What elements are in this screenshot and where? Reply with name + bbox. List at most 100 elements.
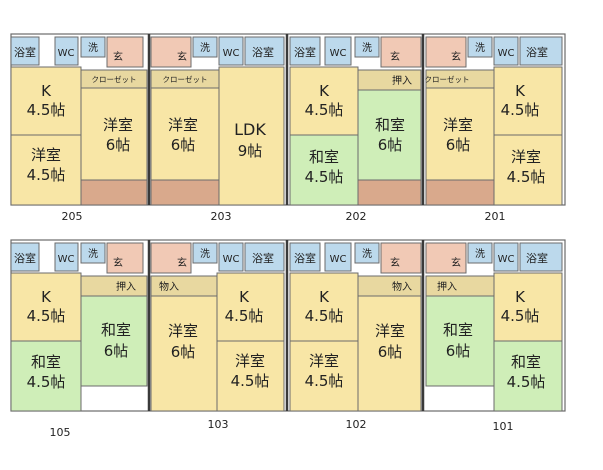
ldk-label-203: LDK	[234, 120, 266, 139]
ldk-size-203: 9帖	[238, 142, 263, 160]
kitchen-label-101: K	[515, 288, 526, 306]
bath-label-102: 浴室	[294, 251, 316, 265]
wc-label-201: WC	[498, 48, 515, 59]
western-label-205: 洋室	[103, 116, 133, 134]
wash-label-202: 洗	[362, 42, 372, 54]
wc-101	[493, 242, 519, 272]
western-label-203: 洋室	[168, 116, 198, 134]
bath-label-201: 浴室	[526, 45, 548, 59]
kitchen-label-201: K	[515, 82, 526, 100]
japanese-room-202	[357, 89, 422, 181]
bath-label-205: 浴室	[14, 45, 36, 59]
entrance-label-202: 玄	[390, 50, 400, 63]
wash-203	[192, 36, 218, 58]
wc-label-105: WC	[58, 254, 75, 265]
closet-label-201: クローゼット	[425, 74, 470, 84]
wc-label-103: WC	[223, 254, 240, 265]
western-room-103	[150, 295, 218, 412]
balcony-202	[357, 179, 422, 206]
unit-201: 玄 洗 WC 浴室 クローゼット 洋室 6帖 K 4.5帖 洋室 4.5帖 20…	[425, 36, 563, 223]
monoire-label-103: 物入	[159, 280, 179, 293]
japanese-small-101	[493, 340, 563, 412]
balcony-205	[80, 179, 148, 206]
entrance-105	[106, 242, 144, 274]
oshiire-105	[80, 275, 148, 297]
entrance-label-102: 玄	[390, 256, 400, 269]
wc-105	[54, 242, 79, 272]
unit-205: 浴室 WC 洗 玄 K 4.5帖 クローゼット 洋室 6帖 洋室 4.5帖 20…	[10, 36, 148, 223]
western-small-size-103: 4.5帖	[231, 372, 270, 390]
kitchen-label-205: K	[41, 82, 52, 100]
kitchen-102	[289, 272, 359, 342]
oshiire-label-105: 押入	[116, 280, 136, 293]
unit-105: 浴室 WC 洗 玄 K 4.5帖 押入 和室 6帖 和室 4.5帖 105	[10, 242, 148, 439]
western-size-102: 6帖	[378, 343, 403, 361]
wc-202	[324, 36, 352, 66]
bath-label-202: 浴室	[294, 45, 316, 59]
bath-label-101: 浴室	[526, 251, 548, 265]
japanese-size-202: 6帖	[378, 136, 403, 154]
western-room-201	[425, 87, 495, 181]
bath-101	[519, 242, 563, 272]
bath-201	[519, 36, 563, 66]
western-label-102: 洋室	[375, 322, 405, 340]
western-label-201: 洋室	[443, 116, 473, 134]
wash-label-102: 洗	[362, 248, 372, 260]
unit-102: 浴室 WC 洗 玄 K 4.5帖 物入 洋室 6帖 洋室 4.5帖 102	[289, 242, 422, 431]
wash-label-101: 洗	[475, 248, 485, 260]
bath-label-203: 浴室	[252, 45, 274, 59]
wash-label-203: 洗	[200, 42, 210, 54]
japanese-size-101: 6帖	[446, 342, 471, 360]
wc-label-202: WC	[330, 48, 347, 59]
bath-203	[244, 36, 285, 66]
entrance-label-101: 玄	[451, 256, 461, 269]
wc-label-102: WC	[330, 254, 347, 265]
unit-203: 玄 洗 WC 浴室 クローゼット 洋室 6帖 LDK 9帖 203	[150, 36, 285, 223]
kitchen-label-102: K	[319, 288, 330, 306]
japanese-size-105: 6帖	[104, 342, 129, 360]
wash-103	[192, 242, 218, 264]
wash-105	[80, 242, 106, 264]
western-room-203	[150, 87, 220, 181]
unit-number-101: 101	[493, 420, 514, 433]
western-size-201: 6帖	[446, 136, 471, 154]
western-small-label-201: 洋室	[511, 148, 541, 166]
western-small-103	[216, 340, 285, 412]
western-small-label-102: 洋室	[309, 352, 339, 370]
wash-label-205: 洗	[88, 42, 98, 54]
entrance-202	[380, 36, 422, 68]
bath-label-103: 浴室	[252, 251, 274, 265]
kitchen-size-202: 4.5帖	[305, 101, 344, 119]
japanese-small-size-101: 4.5帖	[507, 373, 546, 391]
wc-201	[493, 36, 519, 66]
entrance-label-205: 玄	[113, 50, 123, 63]
unit-101: 玄 洗 WC 浴室 押入 和室 6帖 K 4.5帖 和室 4.5帖 101	[425, 242, 563, 433]
kitchen-size-105: 4.5帖	[27, 307, 66, 325]
bath-105	[10, 242, 40, 272]
japanese-small-size-105: 4.5帖	[27, 373, 66, 391]
entrance-101	[425, 242, 467, 274]
unit-number-202: 202	[346, 210, 367, 223]
kitchen-size-102: 4.5帖	[305, 307, 344, 325]
kitchen-label-103: K	[239, 288, 250, 306]
wash-101	[467, 242, 493, 264]
ldk-203	[218, 66, 285, 206]
entrance-205	[106, 36, 144, 68]
wc-103	[218, 242, 244, 272]
balcony-201	[425, 179, 495, 206]
western-room-205	[80, 87, 148, 181]
bath-205	[10, 36, 40, 66]
bath-103	[244, 242, 285, 272]
wash-102	[354, 242, 380, 264]
unit-number-205: 205	[62, 210, 83, 223]
kitchen-label-202: K	[319, 82, 330, 100]
wc-102	[324, 242, 352, 272]
wash-202	[354, 36, 380, 58]
japanese-small-label-105: 和室	[31, 353, 61, 371]
western-small-size-201: 4.5帖	[507, 168, 546, 186]
closet-label-203: クローゼット	[163, 74, 208, 84]
wash-label-201: 洗	[475, 42, 485, 54]
western-small-size-102: 4.5帖	[305, 372, 344, 390]
wc-label-101: WC	[498, 254, 515, 265]
wash-label-105: 洗	[88, 248, 98, 260]
